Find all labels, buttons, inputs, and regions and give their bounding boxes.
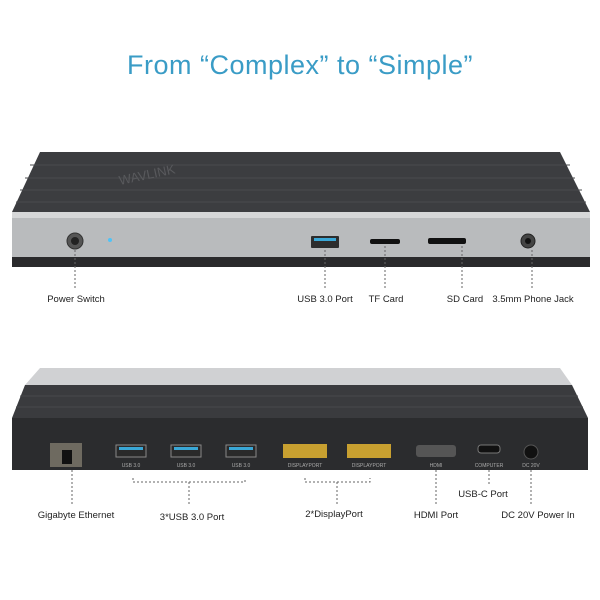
tf-slot-icon bbox=[370, 239, 400, 244]
label-power-switch: Power Switch bbox=[47, 294, 105, 305]
usb-port-icon bbox=[115, 444, 147, 458]
dc-power-icon bbox=[523, 444, 539, 460]
port-text-displayport: DISPLAYPORT bbox=[351, 463, 387, 469]
port-text-usb: USB 3.0 bbox=[231, 463, 251, 469]
label-hdmi: HDMI Port bbox=[413, 510, 459, 521]
port-text-usb: USB 3.0 bbox=[121, 463, 141, 469]
displayport-icon bbox=[283, 444, 327, 458]
hdmi-port-icon bbox=[416, 445, 456, 457]
label-tf-card: TF Card bbox=[368, 294, 404, 305]
port-text-computer: COMPUTER bbox=[474, 463, 504, 469]
label-usb-c: USB-C Port bbox=[458, 489, 508, 500]
label-dc-power: DC 20V Power In bbox=[501, 510, 575, 521]
label-sd-card: SD Card bbox=[446, 294, 484, 305]
label-usb-ports: 3*USB 3.0 Port bbox=[159, 512, 225, 523]
rear-device bbox=[12, 368, 588, 505]
usb-port-icon bbox=[225, 444, 257, 458]
label-usb-port: USB 3.0 Port bbox=[297, 294, 353, 305]
front-device: WAVLINK bbox=[12, 152, 590, 290]
port-text-displayport: DISPLAYPORT bbox=[287, 463, 323, 469]
port-text-hdmi: HDMI bbox=[429, 463, 443, 469]
port-text-dc: DC 20V bbox=[522, 463, 540, 469]
led-icon bbox=[108, 238, 112, 242]
sd-slot-icon bbox=[428, 238, 466, 244]
usb-port-icon bbox=[311, 236, 339, 248]
port-text-usb: USB 3.0 bbox=[176, 463, 196, 469]
label-ethernet: Gigabyte Ethernet bbox=[37, 510, 115, 521]
label-phone-jack: 3.5mm Phone Jack bbox=[492, 294, 574, 305]
usb-port-icon bbox=[170, 444, 202, 458]
headline: From “Complex” to “Simple” bbox=[126, 50, 474, 80]
usb-c-port-icon bbox=[477, 444, 501, 454]
displayport-icon bbox=[347, 444, 391, 458]
label-displayport: 2*DisplayPort bbox=[305, 509, 363, 520]
